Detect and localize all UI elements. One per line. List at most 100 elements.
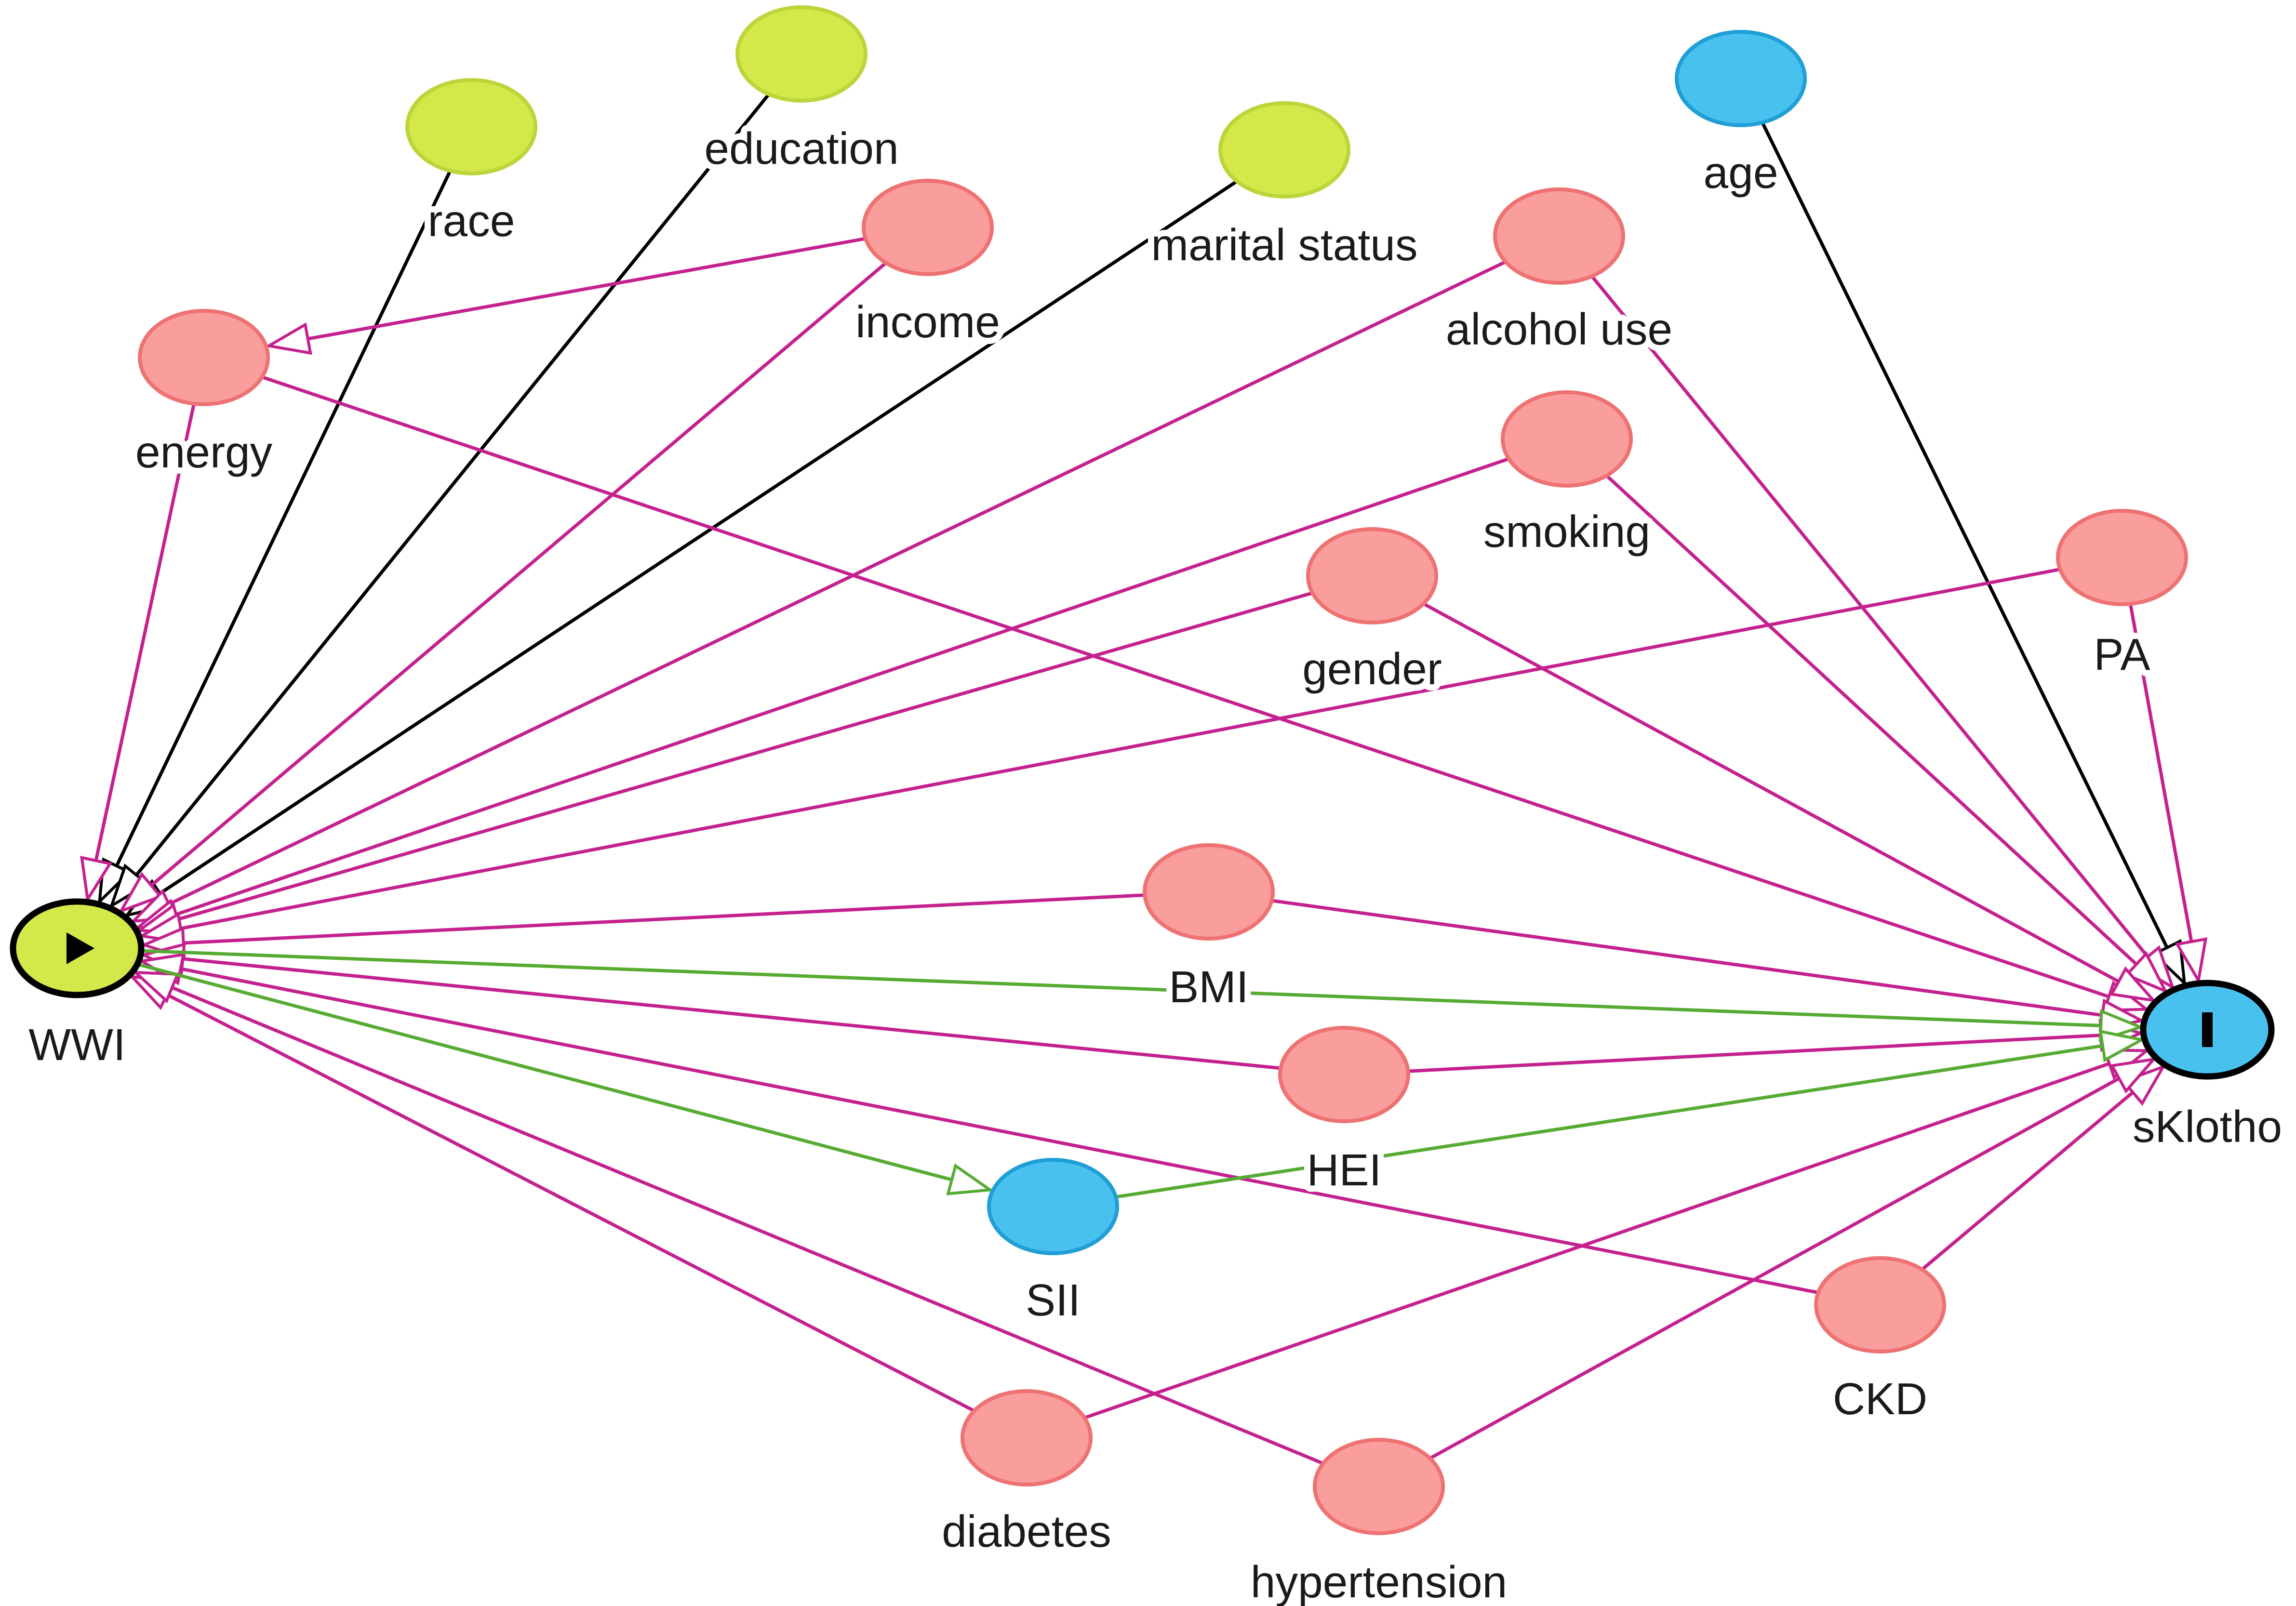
edge-line	[183, 893, 1145, 945]
node-bmi	[1143, 843, 1275, 941]
edge-smoking-to-sklotho	[1605, 474, 2169, 994]
node-diabetes	[961, 1389, 1093, 1487]
edge-line	[135, 93, 771, 876]
edge-income-to-wwi	[118, 261, 887, 914]
edge-alcohol-to-sklotho	[1590, 275, 2176, 991]
edge-wwi-to-sii	[137, 962, 994, 1195]
edge-hypertension-to-wwi	[132, 970, 1324, 1465]
edge-diabetes-to-sklotho	[1084, 1048, 2151, 1420]
label-smoking: smoking	[1483, 506, 1650, 557]
node-ellipse	[138, 309, 270, 406]
edge-gender-to-wwi	[135, 591, 1313, 935]
edge-sii-to-sklotho	[1115, 1029, 2146, 1199]
edge-line	[1590, 275, 2149, 958]
arrowhead	[946, 1163, 994, 1195]
edge-line	[1422, 602, 2120, 983]
node-sklotho	[2140, 980, 2275, 1080]
edge-pa-to-sklotho	[2128, 603, 2208, 985]
edge-income-to-energy	[265, 237, 866, 355]
edge-line	[180, 967, 1819, 1295]
edge-line	[115, 170, 452, 867]
label-hei: HEI	[1307, 1145, 1381, 1195]
edge-marital-to-wwi	[123, 180, 1238, 918]
label-pa: PA	[2094, 629, 2150, 679]
label-bmi: BMI	[1169, 962, 1248, 1012]
edge-line	[174, 457, 1509, 916]
arrowhead	[2175, 937, 2208, 985]
label-age: age	[1703, 147, 1778, 198]
arrowhead	[2124, 951, 2169, 994]
node-education	[735, 5, 868, 103]
edge-line	[2128, 603, 2193, 942]
label-alcohol: alcohol use	[1446, 304, 1673, 354]
node-ellipse	[1501, 390, 1633, 488]
node-ellipse	[1313, 1438, 1445, 1535]
node-marital	[1218, 101, 1350, 199]
edge-line	[137, 962, 952, 1181]
node-ellipse	[1306, 527, 1438, 624]
edge-race-to-wwi	[97, 170, 452, 905]
label-gender: gender	[1302, 644, 1442, 694]
edge-line	[94, 403, 196, 861]
label-diabetes: diabetes	[942, 1506, 1111, 1556]
edge-pa-to-wwi	[137, 568, 2061, 945]
edge-hei-to-sklotho	[1408, 1019, 2145, 1073]
edge-line	[1084, 1062, 2110, 1420]
node-smoking	[1501, 390, 1633, 488]
edge-line	[180, 568, 2061, 930]
node-ellipse	[987, 1158, 1119, 1255]
node-ellipse	[2056, 509, 2188, 606]
edge-line	[1605, 474, 2138, 966]
node-hei	[1278, 1026, 1410, 1123]
label-wwi: WWI	[28, 1020, 125, 1070]
arrowhead	[118, 872, 163, 914]
edge-alcohol-to-wwi	[129, 260, 1507, 923]
edge-line	[159, 180, 1238, 895]
edge-ckd-to-sklotho	[1921, 1064, 2166, 1271]
node-hypertension	[1313, 1438, 1445, 1535]
edge-line	[182, 957, 1281, 1070]
label-hypertension: hypertension	[1251, 1557, 1508, 1606]
label-race: race	[428, 196, 515, 246]
edge-line	[141, 949, 2101, 1028]
node-sii	[987, 1158, 1119, 1255]
node-age	[1675, 30, 1807, 127]
edge-line	[1761, 121, 2169, 949]
edge-line	[166, 993, 975, 1413]
edge-bmi-to-wwi	[139, 893, 1145, 960]
edge-line	[1408, 1033, 2101, 1073]
arrowhead	[2109, 966, 2157, 1003]
node-ellipse	[1814, 1256, 1946, 1354]
edge-line	[261, 375, 2109, 998]
label-energy: energy	[135, 427, 273, 477]
label-sklotho: sKlotho	[2133, 1102, 2282, 1152]
edge-line	[1271, 899, 2103, 1017]
label-education: education	[704, 123, 898, 173]
node-wwi	[10, 898, 145, 998]
node-ellipse	[1218, 101, 1350, 199]
arrowhead	[2121, 1064, 2166, 1106]
node-ellipse	[862, 179, 994, 276]
node-ellipse	[735, 5, 868, 103]
label-sii: SII	[1026, 1275, 1081, 1325]
edge-line	[1115, 1044, 2103, 1199]
edge-line	[168, 260, 1507, 906]
arrowhead	[265, 322, 312, 355]
node-ckd	[1814, 1256, 1946, 1354]
node-ellipse	[1493, 187, 1625, 285]
bar-icon	[2202, 1012, 2213, 1047]
node-energy	[138, 309, 270, 406]
node-ellipse	[1675, 30, 1807, 127]
edge-wwi-to-sklotho	[141, 949, 2145, 1042]
node-ellipse	[405, 78, 537, 175]
edge-gender-to-sklotho	[1422, 602, 2157, 1003]
nodes-layer	[10, 5, 2275, 1535]
edges-layer	[80, 93, 2208, 1465]
label-income: income	[855, 297, 1000, 347]
edge-energy-to-wwi	[80, 403, 196, 903]
edge-line	[177, 591, 1313, 921]
arrowhead	[2109, 1057, 2158, 1094]
label-marital: marital status	[1151, 220, 1417, 270]
edge-line	[1429, 1076, 2120, 1460]
